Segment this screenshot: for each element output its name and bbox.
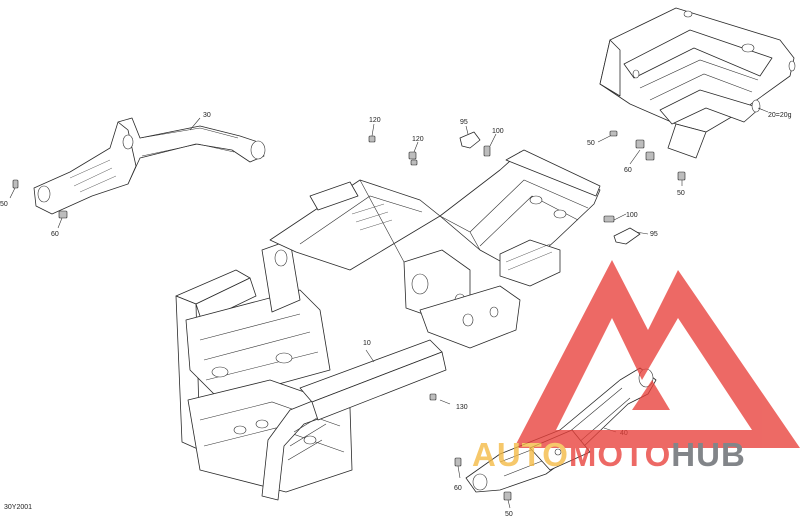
bracket-95-b [613,227,649,245]
diagram-code: 30Y2001 [4,504,32,511]
watermark-hub: HUB [671,436,746,473]
callout-20: 20=20g [768,112,792,119]
fastener-130 [429,393,451,405]
fastener-100-b [603,213,627,223]
callout-10: 10 [363,340,371,347]
svg-text:AUTOMOTOHUB: AUTOMOTOHUB [472,436,746,473]
callout-60-bottom: 60 [454,485,462,492]
callout-60-right: 60 [624,167,632,174]
leader-30 [189,117,201,131]
leader-20 [757,107,769,113]
fastener-50-left [9,179,19,199]
main-frame-10 [175,149,601,501]
callout-100-a: 100 [492,128,504,135]
triangle-logo-icon [514,260,800,448]
callout-50-far-right: 50 [677,190,685,197]
callout-95-b: 95 [650,231,658,238]
fastener-60-left [57,210,68,229]
subframe-20 [599,7,796,161]
fastener-50-right [597,130,618,143]
watermark-moto: MOTO [569,436,671,473]
fastener-100-a [483,133,497,157]
fastener-60-bottom [454,457,462,479]
callout-50-left: 50 [0,201,8,208]
bracket-95-a [459,125,481,149]
part-30-arm [33,117,266,215]
callout-130: 130 [456,404,468,411]
callout-120-b: 120 [412,136,424,143]
leader-60-right [629,149,641,165]
callout-100-b: 100 [626,212,638,219]
leader-10 [365,349,375,363]
watermark-auto: AUTO [472,436,569,473]
fastener-120-b [408,141,419,166]
callout-50-right: 50 [587,140,595,147]
callout-50-bottom: 50 [505,511,513,518]
callout-120-a: 120 [369,117,381,124]
watermark-logo: AUTOMOTOHUB [472,260,800,473]
fastener-120-a [368,123,376,143]
fastener-50-bottom [503,491,512,509]
callout-60-left: 60 [51,231,59,238]
callout-95-a: 95 [460,119,468,126]
fastener-50-far-right [677,171,686,186]
callout-30: 30 [203,112,211,119]
